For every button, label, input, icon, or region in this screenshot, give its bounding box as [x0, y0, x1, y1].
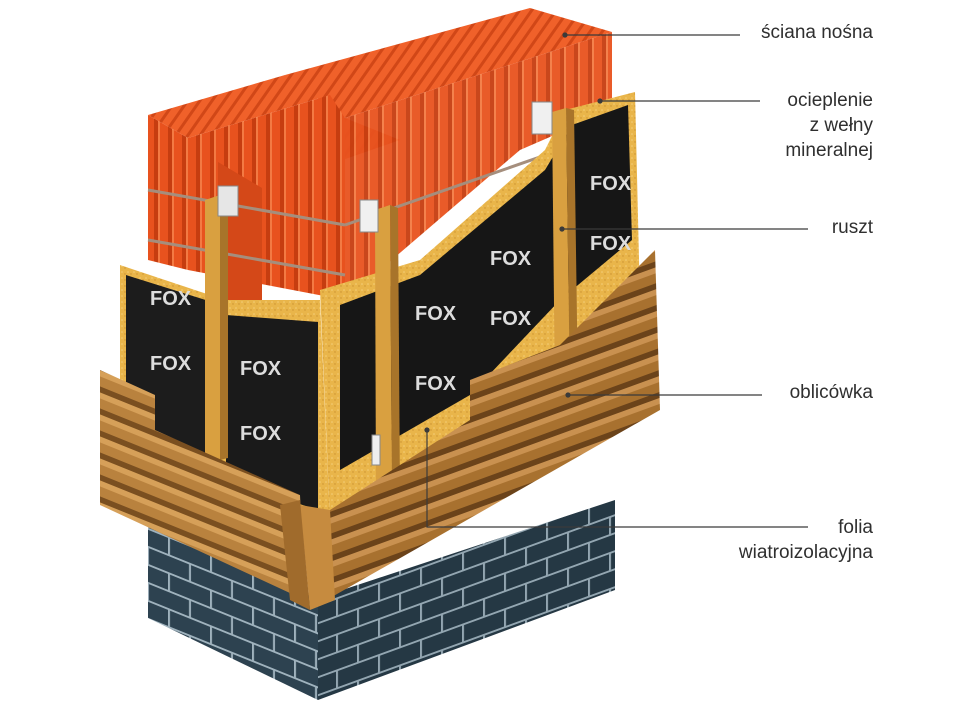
batten-frame: [205, 101, 578, 504]
leader-dot-oblicowka: [565, 392, 571, 398]
leader-dot-ocieplenie: [597, 98, 603, 104]
wood-siding: [100, 250, 660, 610]
fox-logo-10: FOX: [590, 233, 632, 255]
label-ocieplenie: ocieplenie z wełny mineralnej: [785, 90, 873, 161]
fox-logo-8: FOX: [415, 373, 457, 395]
leader-dot-ruszt: [559, 226, 565, 232]
leader-dot-sciana: [562, 32, 568, 38]
fox-logo-1: FOX: [150, 288, 192, 310]
base-plinth: [148, 500, 615, 700]
fox-logo-7: FOX: [490, 308, 532, 330]
label-ruszt: ruszt: [831, 217, 873, 238]
fox-logo-9: FOX: [590, 173, 632, 195]
fox-logo-5: FOX: [415, 303, 457, 325]
fox-logo-4: FOX: [240, 423, 282, 445]
leader-folia: [426, 430, 808, 528]
leader-dot-folia: [424, 427, 430, 433]
label-folia-wiatroizolacyjna: folia wiatroizolacyjna: [738, 517, 873, 563]
fox-logo-3: FOX: [240, 358, 282, 380]
label-oblicowka: oblicówka: [789, 382, 873, 403]
label-sciana-nosna: ściana nośna: [761, 22, 873, 43]
fox-logo-2: FOX: [150, 353, 192, 375]
leader-lines: [424, 32, 808, 528]
fox-logo-6: FOX: [490, 248, 532, 270]
